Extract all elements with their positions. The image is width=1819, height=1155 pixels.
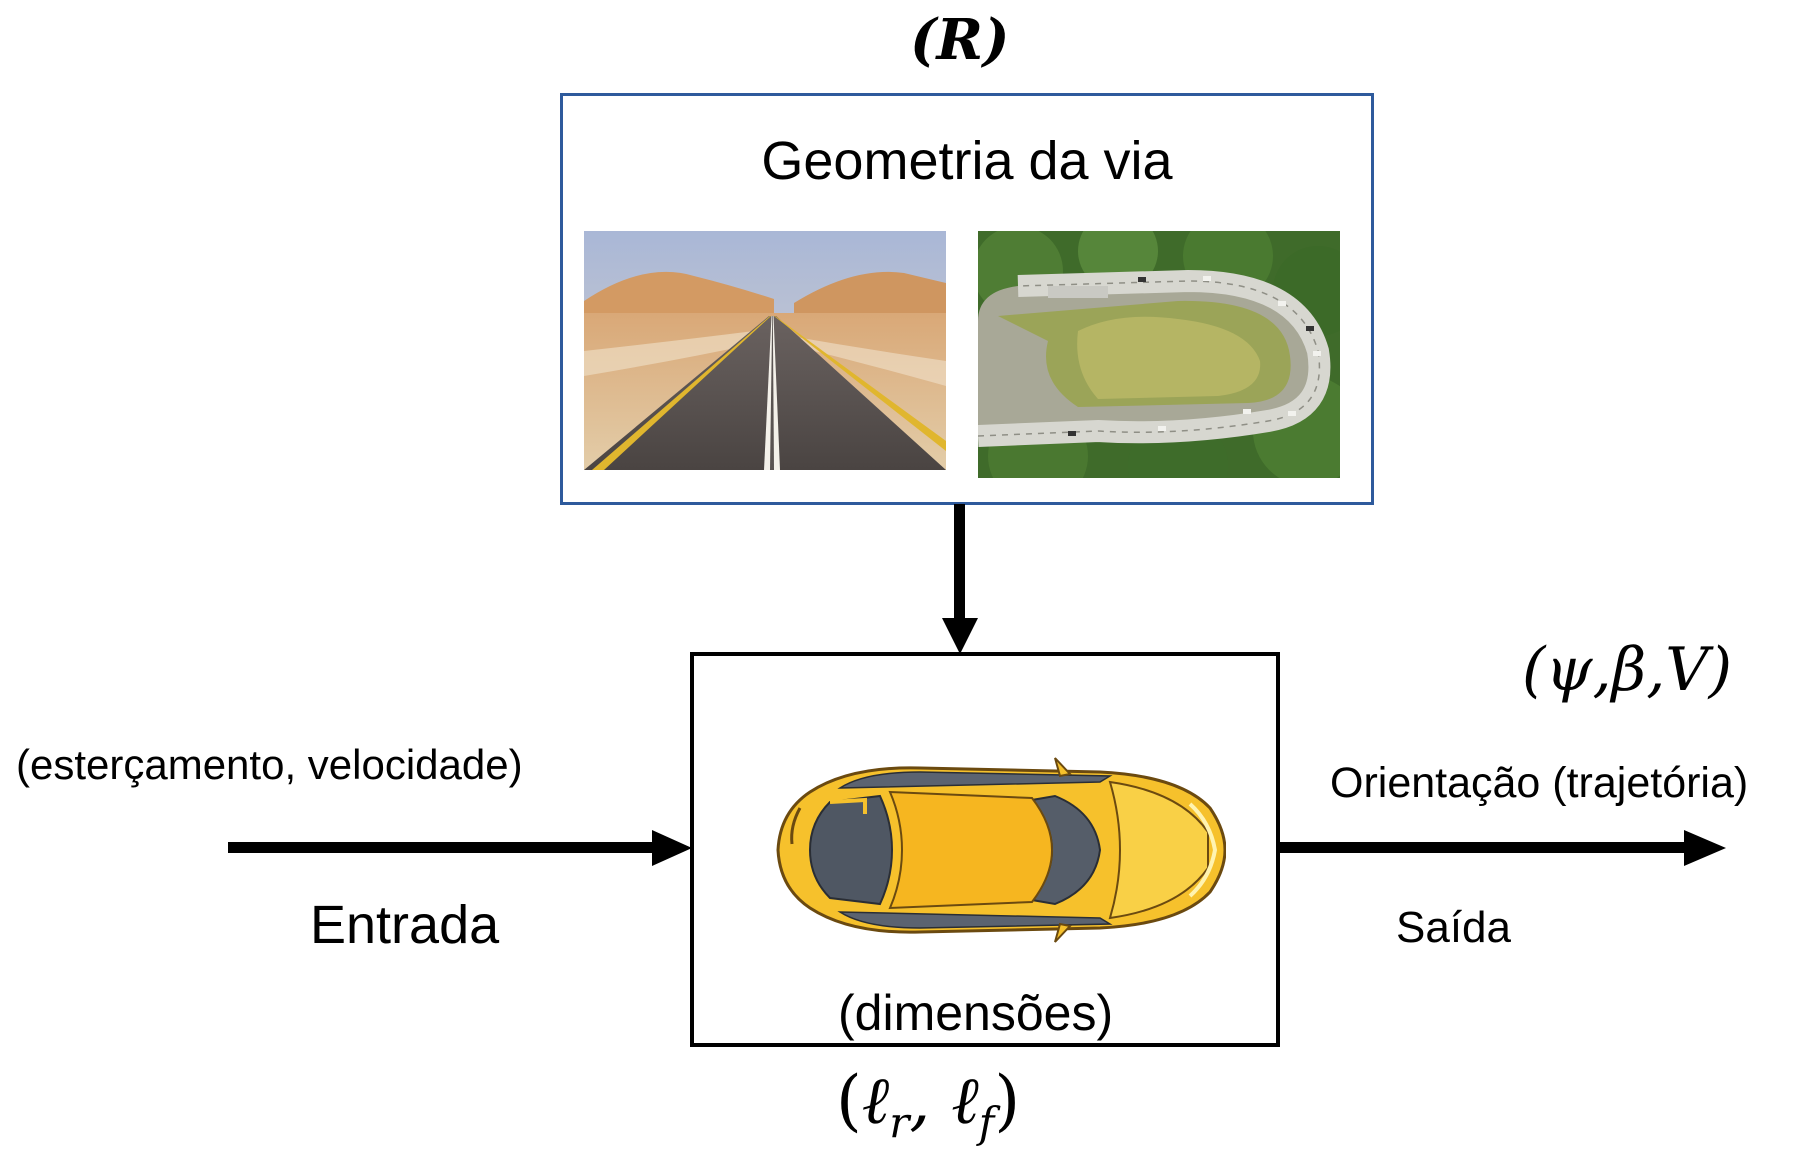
straight-desert-road-photo [584, 231, 946, 470]
symbol-separator: , [909, 1062, 952, 1139]
input-caption: Entrada [310, 895, 500, 955]
vehicle-dimensions-label: (dimensões) [838, 985, 1114, 1041]
vehicle-dimensions-symbol: (ℓr, ℓf) [836, 1068, 1020, 1144]
output-caption: Saída [1396, 903, 1511, 952]
symbol-open-paren: ( [836, 1062, 862, 1139]
output-symbol: (ψ,β,V) [1522, 635, 1733, 705]
input-label: (esterçamento, velocidade) [16, 741, 523, 788]
symbol-close-paren: ) [994, 1062, 1021, 1139]
symbol-ell-r: ℓ [861, 1062, 890, 1139]
yellow-car-icon [770, 752, 1226, 948]
input-arrow [228, 828, 694, 868]
output-arrow [1280, 828, 1730, 868]
output-label: Orientação (trajetória) [1330, 759, 1749, 807]
symbol-ell-f: ℓ [951, 1062, 979, 1139]
symbol-sub-f: f [978, 1098, 995, 1148]
road-symbol: (R) [910, 7, 1010, 73]
curved-road-photo [978, 231, 1340, 478]
symbol-sub-r: r [889, 1098, 910, 1148]
road-geometry-title: Geometria da via [761, 131, 1173, 191]
road-to-vehicle-arrow [940, 504, 980, 656]
